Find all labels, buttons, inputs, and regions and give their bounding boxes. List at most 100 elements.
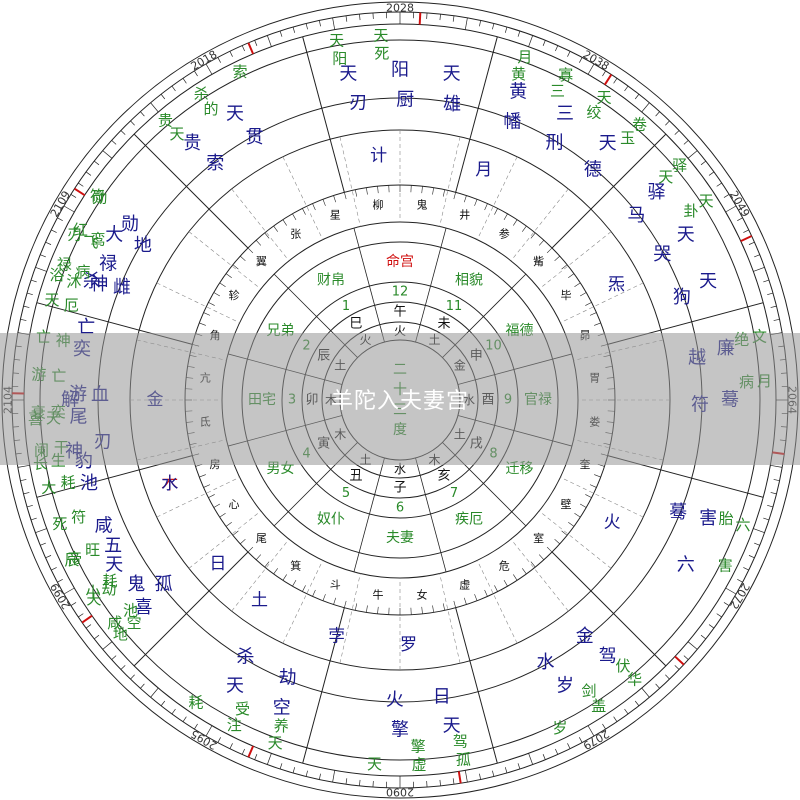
palace-star: 天 — [443, 64, 461, 85]
palace-outer-star: 杀 — [194, 85, 209, 103]
inner-palace-name: 相貌 — [455, 272, 483, 288]
palace-star: 六 — [677, 555, 695, 576]
tick — [743, 567, 749, 571]
year-label: 2018 — [189, 48, 220, 73]
tick — [63, 205, 75, 213]
planet-label: 水 — [161, 474, 178, 494]
tick — [292, 767, 296, 774]
inner-tick — [474, 594, 478, 601]
palace-outer-star: 贵 — [158, 111, 173, 129]
palace-outer-star: 害 — [718, 557, 733, 575]
mansion-divider — [510, 538, 569, 612]
inner-tick — [344, 600, 347, 608]
inner-tick — [312, 203, 316, 211]
tick — [743, 229, 749, 233]
inner-tick — [344, 192, 347, 200]
palace-outer-star: 三 — [550, 82, 565, 100]
tick — [528, 35, 534, 47]
inner-tick — [432, 187, 434, 195]
inner-tick — [255, 240, 262, 246]
tick — [94, 160, 100, 166]
palace-outer-star: 地 — [113, 626, 128, 644]
left-outer-star: 咸 — [107, 614, 122, 632]
palace-number: 1 — [342, 299, 350, 314]
tick — [332, 17, 336, 30]
palace-star-sub: 幡 — [503, 111, 521, 132]
inner-palace-name: 财帛 — [317, 271, 345, 288]
left-star: 亡 — [77, 317, 95, 338]
element-label: 水 — [394, 462, 406, 476]
tick — [17, 464, 30, 468]
left-outer-star: 病 — [75, 263, 90, 281]
mansion-divider — [156, 476, 240, 518]
tick — [229, 51, 233, 57]
palace-star-sub: 金 — [576, 626, 594, 647]
tick — [85, 171, 92, 176]
red-marker — [74, 187, 86, 197]
inner-tick — [232, 264, 239, 270]
inner-palace-name: 奴仆 — [317, 511, 345, 528]
palace-star: 天 — [677, 225, 695, 246]
inner-divider — [415, 227, 447, 343]
tick — [205, 63, 213, 75]
tick — [567, 51, 571, 57]
palace-divider — [133, 133, 249, 249]
tick — [725, 205, 737, 213]
palace-divider — [133, 551, 249, 667]
inner-tick — [579, 503, 587, 508]
palace-star: 擎 — [391, 720, 409, 741]
inner-tick — [421, 186, 423, 194]
mansion-label: 参 — [499, 227, 510, 241]
palace-outer-star: 卦 — [684, 202, 699, 220]
palace-star-sub: 水 — [536, 652, 554, 673]
year-label: 2038 — [581, 48, 612, 73]
tick — [111, 140, 117, 145]
inner-tick — [538, 240, 545, 246]
palace-divider — [455, 36, 498, 193]
inner-tick — [453, 600, 456, 608]
red-marker — [674, 655, 685, 666]
left-star: 池 — [80, 473, 98, 494]
tick — [94, 634, 100, 640]
tick — [111, 655, 117, 660]
tick — [624, 85, 629, 92]
tick — [613, 716, 618, 722]
tick — [655, 683, 660, 689]
mansion-label: 星 — [330, 208, 341, 221]
palace-star: 空 — [273, 698, 291, 719]
inner-tick — [589, 312, 597, 316]
tick — [700, 160, 706, 166]
tick — [452, 15, 455, 22]
inner-tick — [225, 273, 232, 278]
inner-tick — [574, 282, 581, 287]
tick — [634, 94, 640, 100]
tick — [683, 140, 689, 145]
palace-outer-star: 刃 — [67, 225, 82, 243]
tick — [439, 14, 441, 21]
planet-label: 月 — [475, 160, 492, 180]
tick — [57, 579, 63, 583]
mansion-label: 轸 — [229, 288, 240, 302]
mansion-label: 女 — [416, 587, 427, 601]
inner-tick — [522, 568, 527, 575]
inner-tick — [585, 494, 592, 498]
tick — [254, 40, 258, 46]
mansion-divider — [188, 231, 262, 290]
inner-tick — [530, 232, 536, 239]
tick — [753, 528, 765, 534]
mansion-label: 翼 — [256, 255, 267, 268]
palace-outer-star: 六 — [735, 516, 750, 534]
year-label: 2090 — [386, 786, 414, 799]
inner-tick — [494, 208, 498, 215]
inner-tick — [282, 219, 287, 226]
tick — [587, 63, 595, 75]
year-label: 2109 — [48, 189, 73, 220]
palace-outer-star: 驾 — [453, 733, 468, 751]
left-outer-star: 禄 — [57, 255, 72, 273]
palace-star-sub: 日 — [433, 687, 451, 708]
palace-outer-star: 天 — [169, 125, 184, 143]
inner-tick — [513, 219, 518, 226]
inner-divider — [353, 227, 385, 343]
tick — [229, 743, 233, 749]
inner-tick — [377, 606, 379, 614]
